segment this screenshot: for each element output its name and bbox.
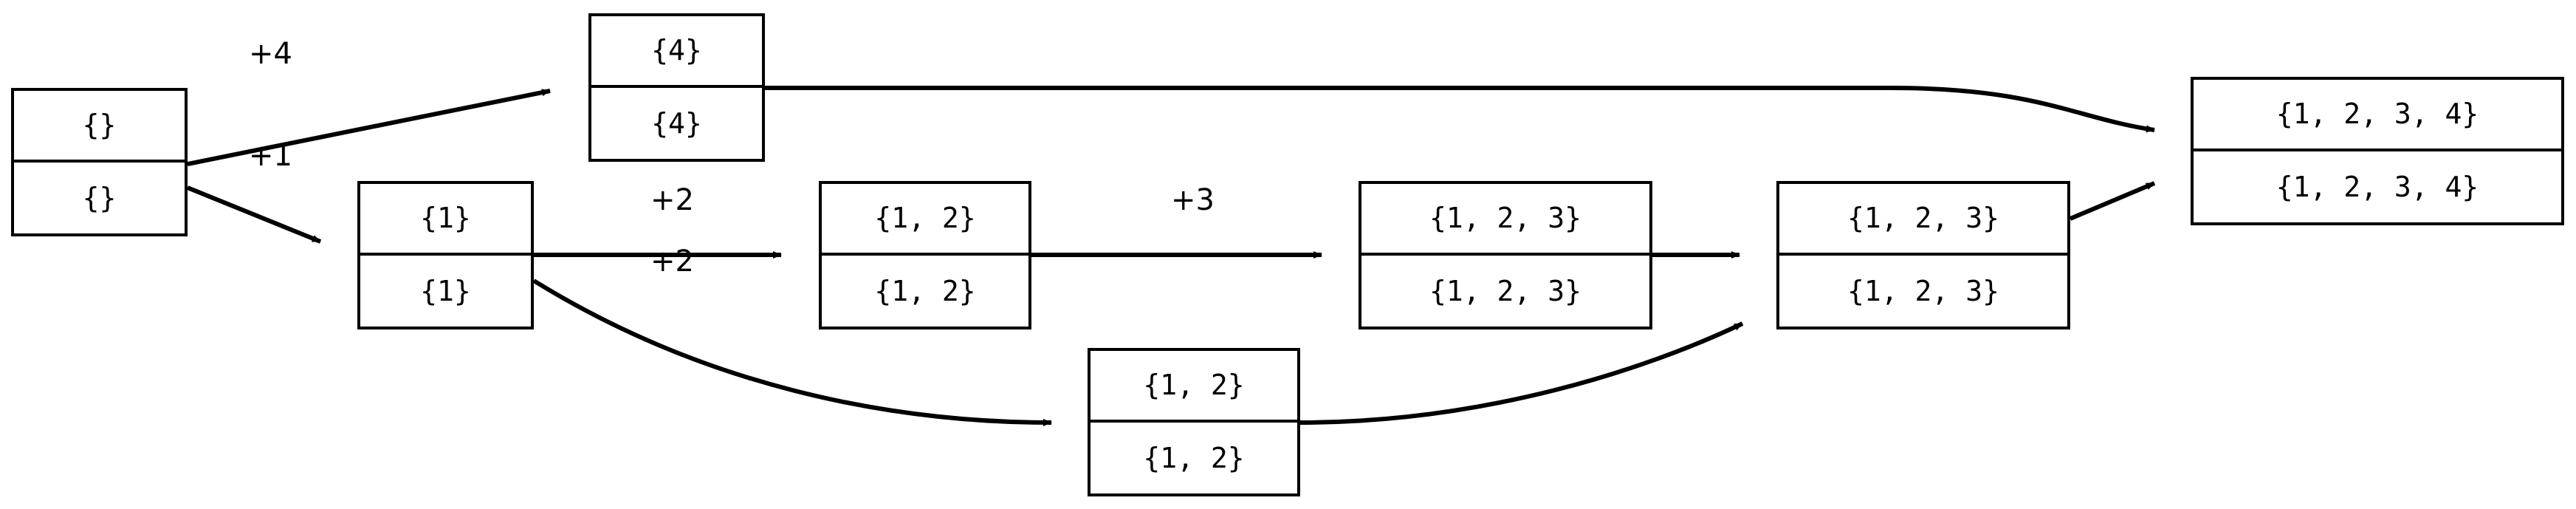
- node-row-bottom: {1, 2}: [1143, 441, 1245, 474]
- node-row-top: {1, 2, 3}: [1361, 184, 1649, 256]
- edge-label-plus-2-lower: +2: [650, 245, 694, 279]
- node-set-1-2-3-4[interactable]: {1, 2, 3, 4} {1, 2, 3, 4}: [2191, 77, 2564, 225]
- node-row-top: {1, 2}: [1090, 351, 1297, 423]
- node-row-top: {1}: [360, 184, 531, 256]
- edge-label-plus-4: +4: [249, 37, 292, 71]
- node-row-bottom: {}: [82, 181, 117, 214]
- node-row-top: {}: [14, 91, 185, 163]
- edge-4-to-1234-path: [765, 86, 2155, 133]
- node-row-bottom: {1, 2, 3, 4}: [2276, 170, 2479, 203]
- node-set-1[interactable]: {1} {1}: [357, 181, 534, 329]
- edge-label-plus-1: +1: [249, 139, 292, 173]
- node-set-1-2-upper[interactable]: {1, 2} {1, 2}: [819, 181, 1031, 329]
- node-set-4[interactable]: {4} {4}: [588, 13, 765, 162]
- node-empty-set[interactable]: {} {}: [11, 88, 188, 236]
- node-set-1-2-lower[interactable]: {1, 2} {1, 2}: [1088, 348, 1300, 496]
- edge-empty-to-4-path: [187, 89, 551, 166]
- node-row-top: {1, 2}: [822, 184, 1028, 256]
- node-set-1-2-3-left[interactable]: {1, 2, 3} {1, 2, 3}: [1359, 181, 1652, 329]
- edge-label-plus-3: +3: [1171, 183, 1215, 217]
- node-row-top: {1, 2, 3}: [1779, 184, 2067, 256]
- node-row-bottom: {1, 2, 3}: [1429, 274, 1581, 307]
- edge-123b-to-1234-path: [2069, 181, 2156, 221]
- node-set-1-2-3-right[interactable]: {1, 2, 3} {1, 2, 3}: [1776, 181, 2070, 329]
- node-row-bottom: {1, 2}: [874, 274, 976, 307]
- node-row-bottom: {1}: [420, 274, 471, 307]
- node-row-top: {1, 2, 3, 4}: [2194, 80, 2561, 151]
- edge-label-plus-2-upper: +2: [650, 183, 694, 217]
- node-row-bottom: {1, 2, 3}: [1847, 274, 1999, 307]
- edge-12b-to-123b-path: [1299, 321, 1744, 425]
- node-row-bottom: {4}: [651, 106, 702, 140]
- node-row-top: {4}: [591, 16, 762, 88]
- edge-empty-to-1-path: [186, 185, 322, 244]
